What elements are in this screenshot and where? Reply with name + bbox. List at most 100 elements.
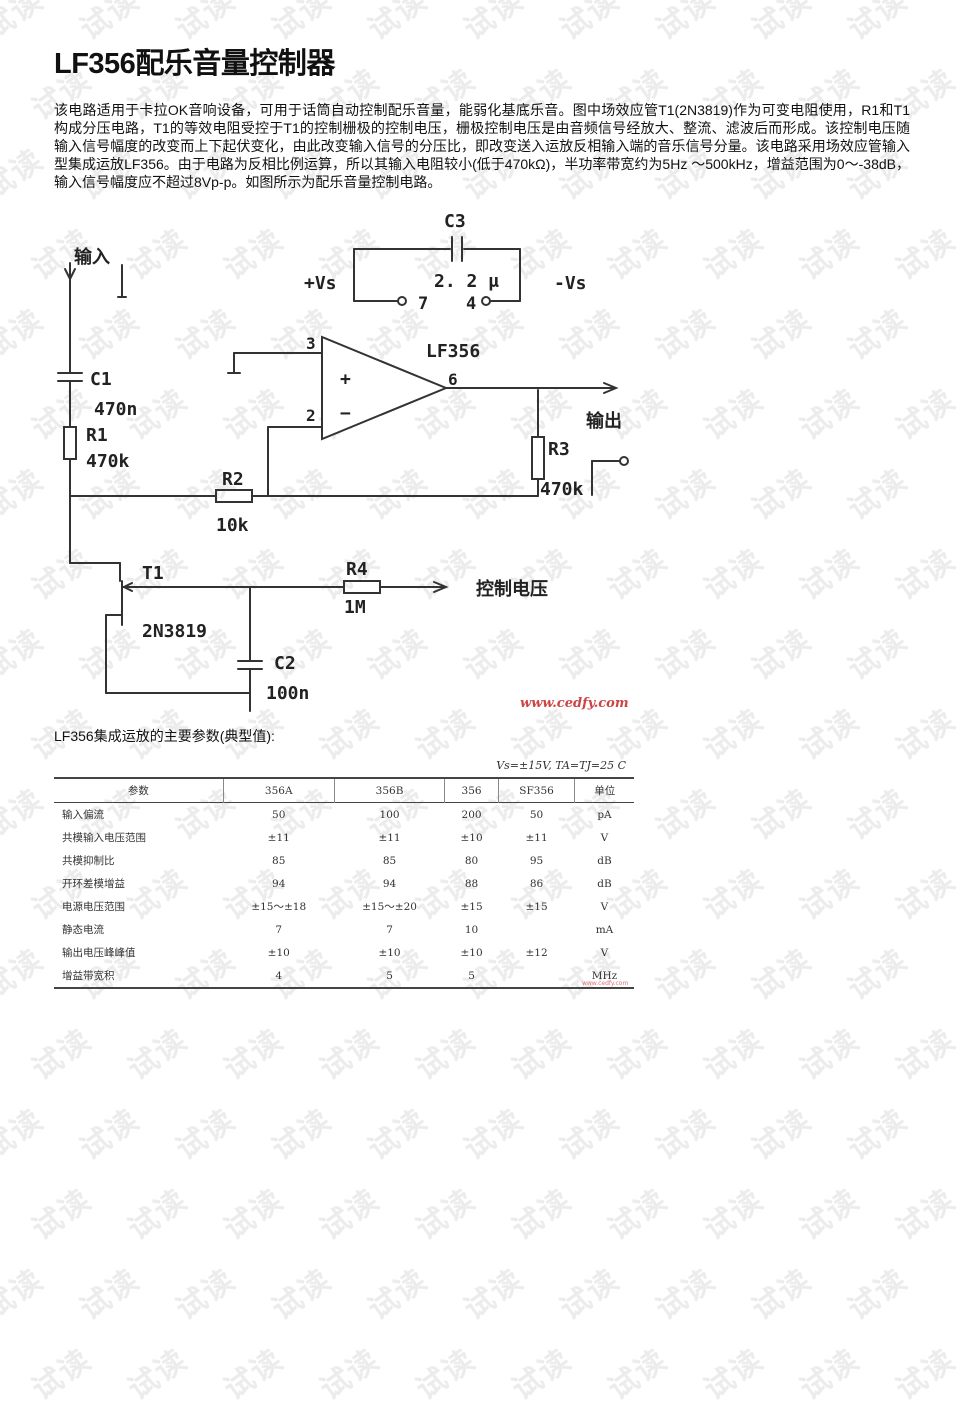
website-label: www.cedfy.com [520,696,629,711]
table-conditions: Vs=±15V, TA=TJ=25 C [496,759,626,772]
table-cell: 50 [529,808,544,821]
t1-name: T1 [142,563,164,584]
r4-name: R4 [346,559,368,580]
watermark-text: 试读 [841,302,915,368]
watermark-text: 试读 [265,1262,339,1328]
table-cell: dB [597,854,612,867]
table-cell [498,964,575,988]
c2-value: 100n [266,683,309,704]
watermark-text: 试读 [841,462,915,528]
table-cell: V [600,946,609,959]
watermark-text: 试读 [601,1342,675,1408]
watermark-text: 试读 [553,1102,627,1168]
table-cell: 开环差模增益 [62,878,125,890]
table-cell: 85 [382,854,397,867]
watermark-text: 试读 [649,942,723,1008]
table-cell: 95 [529,854,544,867]
watermark-text: 试读 [505,1022,579,1088]
watermark-text: 试读 [409,1342,483,1408]
watermark-text: 试读 [457,0,531,48]
neg-supply-label: -Vs [554,273,587,294]
control-label: 控制电压 [476,578,548,600]
intro-paragraph: 该电路适用于卡拉OK音响设备，可用于话筒自动控制配乐音量，能弱化基底乐音。图中场… [54,102,910,190]
watermark-text: 试读 [0,942,51,1008]
watermark-text: 试读 [745,0,819,48]
table-cell: 10 [464,923,479,936]
table-cell: 共模输入电压范围 [62,832,146,844]
table-cell: 50 [272,808,286,821]
watermark-text: 试读 [697,1182,771,1248]
watermark-text: 试读 [649,1102,723,1168]
opamp-triangle [321,335,449,441]
watermark-text: 试读 [0,1262,51,1328]
watermark-text: 试读 [409,1022,483,1088]
table-cell: ±10 [267,946,290,959]
table-header-cell: 单位 [594,785,616,797]
params-heading: LF356集成运放的主要参数(典型值): [54,728,275,744]
watermark-text: 试读 [841,0,915,48]
watermark-text: 试读 [793,1342,867,1408]
watermark-text: 试读 [889,542,960,608]
watermark-text: 试读 [121,1022,195,1088]
watermark-text: 试读 [313,1022,387,1088]
table-cell: 5 [386,969,393,982]
watermark-text: 试读 [793,542,867,608]
watermark-text: 试读 [697,1342,771,1408]
r1-name: R1 [86,425,108,446]
watermark-text: 试读 [745,942,819,1008]
watermark-text: 试读 [793,862,867,928]
table-cell: ±12 [525,946,548,959]
watermark-text: 试读 [25,1342,99,1408]
table-cell: 增益带宽积 [62,970,115,982]
watermark-text: 试读 [889,702,960,768]
table-cell: 80 [464,854,479,867]
table-cell: 输入偏流 [62,809,104,821]
pin7-label: 7 [418,294,428,314]
watermark-text: 试读 [793,1182,867,1248]
table-cell: 7 [386,923,393,936]
watermark-text: 试读 [697,862,771,928]
watermark-text: 试读 [793,222,867,288]
watermark-text: 试读 [745,462,819,528]
watermark-text: 试读 [457,1102,531,1168]
watermark-text: 试读 [73,1262,147,1328]
t1-part: 2N3819 [142,621,207,642]
r3-name: R3 [548,439,570,460]
watermark-text: 试读 [841,782,915,848]
watermark-text: 试读 [745,302,819,368]
table-header-cell: SF356 [498,778,576,803]
watermark-text: 试读 [649,302,723,368]
watermark-text: 试读 [217,1342,291,1408]
watermark-text: 试读 [697,1022,771,1088]
table-cell: ±15～±18 [251,901,307,913]
watermark-text: 试读 [313,1342,387,1408]
c1-value: 470n [94,399,137,420]
watermark-text: 试读 [649,0,723,48]
table-cell [498,918,575,941]
r4-body [343,580,381,594]
watermark-text: 试读 [649,782,723,848]
watermark-text: 试读 [25,1182,99,1248]
table-cell: 7 [275,923,283,936]
table-cell: 200 [461,808,482,821]
control-arrow [433,581,449,593]
watermark-text: 试读 [841,622,915,688]
watermark-text: 试读 [0,622,51,688]
table-cell: ±15 [460,900,483,913]
watermark-text: 试读 [841,1102,915,1168]
watermark-text: 试读 [313,1182,387,1248]
watermark-text: 试读 [217,1022,291,1088]
watermark-text: 试读 [601,1182,675,1248]
pos-supply-label: +Vs [304,273,337,294]
watermark-text: 试读 [889,1182,960,1248]
watermark-text: 试读 [0,0,51,48]
watermark-text: 试读 [889,382,960,448]
output-arrow [603,382,619,394]
